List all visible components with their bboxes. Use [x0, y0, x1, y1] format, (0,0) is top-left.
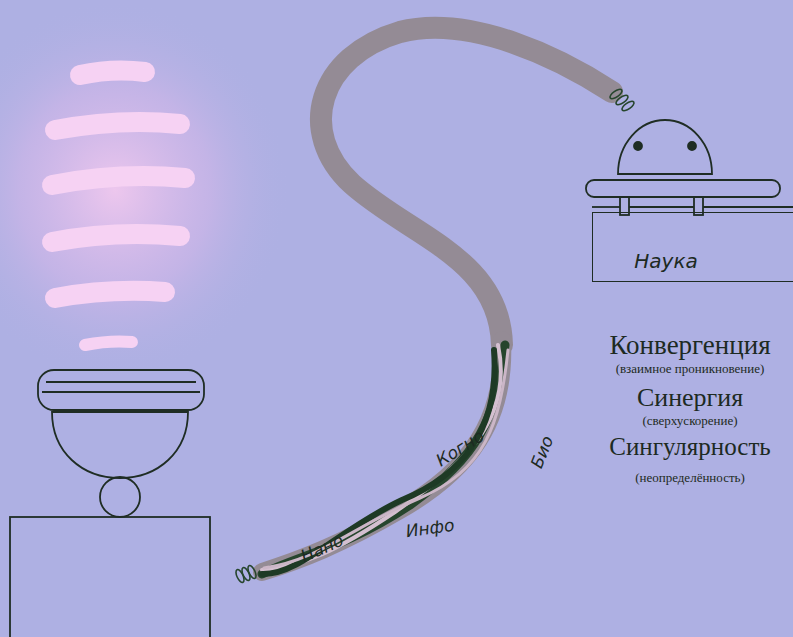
concept-note: (неопределённость) — [635, 470, 745, 486]
concept-note: (взаимное проникновение) — [616, 361, 765, 377]
concept-note: (сверхускорение) — [642, 413, 737, 429]
concept-title: Сингулярность — [609, 433, 771, 461]
concept-title: Конвергенция — [609, 330, 770, 361]
cable — [262, 28, 612, 574]
bulb-base — [10, 370, 210, 637]
science-socket-box: Наука — [592, 212, 793, 282]
strand-label: Нано — [298, 530, 347, 566]
bulb-spiral — [52, 71, 185, 345]
box-label: Наука — [593, 249, 739, 273]
concept-title: Синергия — [637, 383, 743, 413]
strand-label: Инфо — [404, 515, 455, 542]
plug — [586, 120, 793, 215]
cable-rings — [234, 88, 635, 584]
strand-label: Био — [527, 433, 558, 471]
bulb-glow — [0, 0, 290, 380]
